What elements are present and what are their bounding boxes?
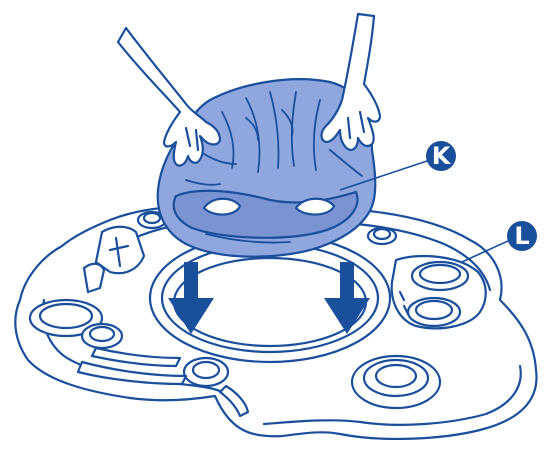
callout-k-label: K	[432, 142, 452, 170]
callout-l-label: L	[514, 222, 529, 250]
